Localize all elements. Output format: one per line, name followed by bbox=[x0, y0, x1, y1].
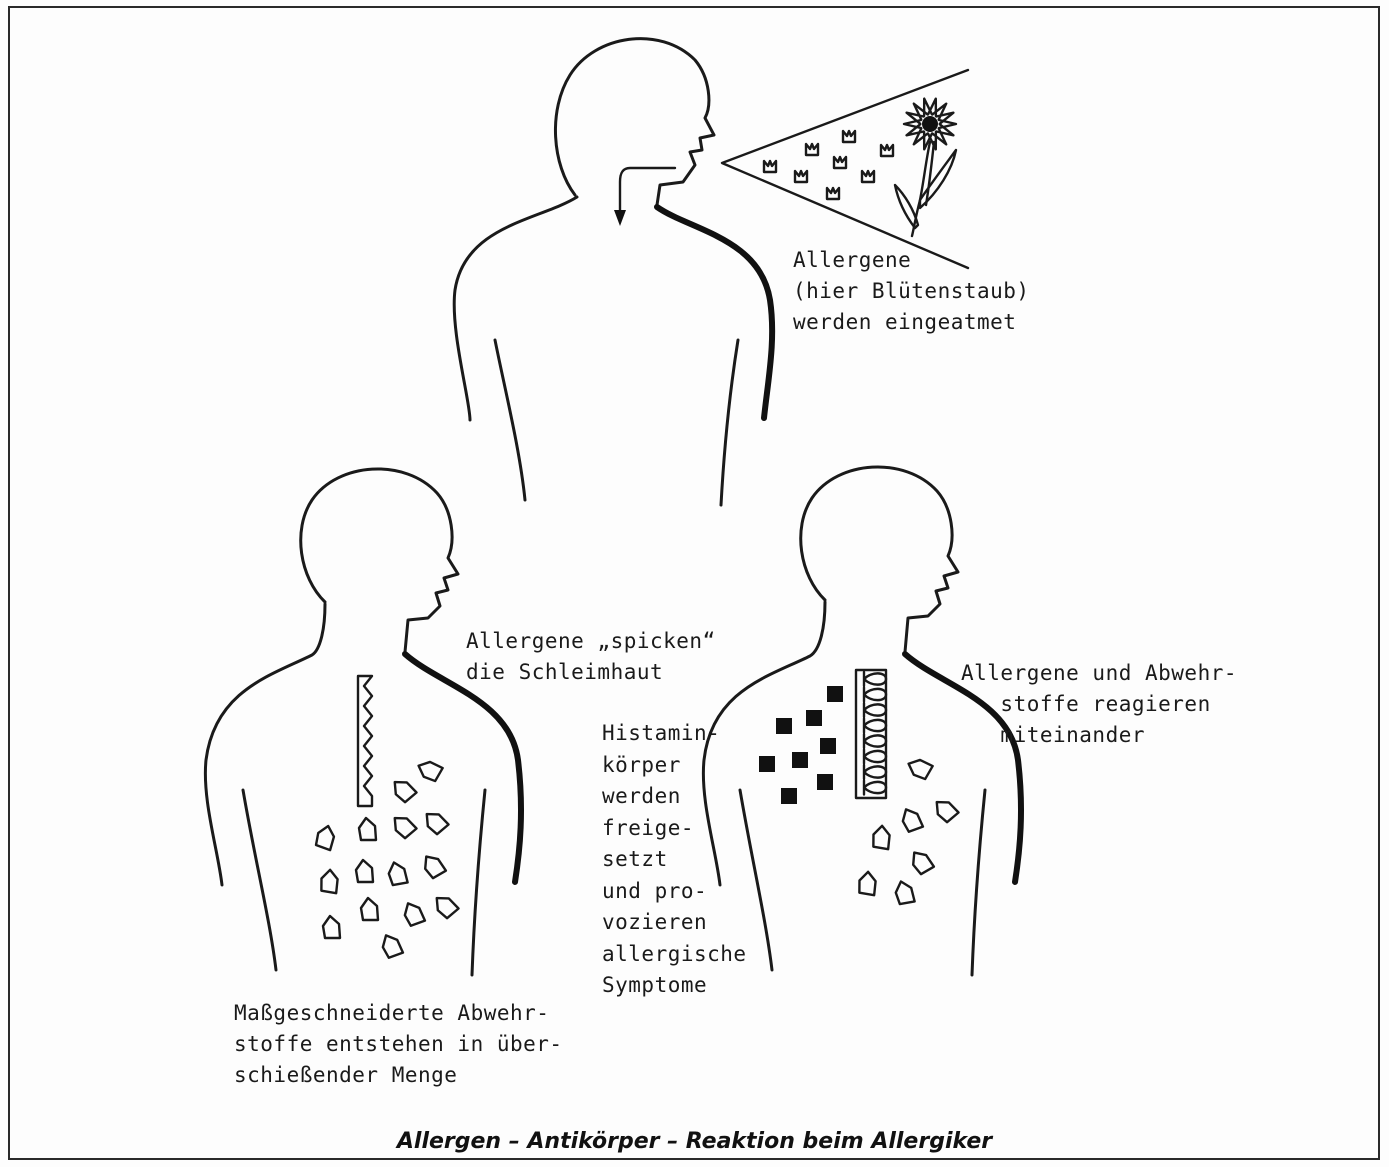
antibody-icon bbox=[379, 932, 402, 958]
antibody-icon bbox=[389, 812, 416, 840]
mucosa-cell bbox=[864, 719, 886, 733]
figure-top-left-arm bbox=[495, 340, 525, 500]
antibody-icon bbox=[908, 848, 934, 876]
mucosa-cell bbox=[864, 672, 886, 686]
figure-top-left-shoulder bbox=[454, 197, 577, 420]
antibody-icon bbox=[323, 916, 340, 938]
figure-top-right-shoulder bbox=[657, 207, 772, 418]
antibody-icon bbox=[415, 757, 443, 783]
antibody-icon bbox=[871, 825, 892, 850]
flower-leaf-right bbox=[920, 150, 956, 208]
mucosa-cell bbox=[864, 688, 886, 702]
label-inhale: Allergene (hier Blütenstaub) werden eing… bbox=[793, 245, 1030, 338]
figure-top-head bbox=[555, 39, 714, 205]
antibody-icon bbox=[857, 871, 878, 896]
mucosa-bound-icon bbox=[856, 670, 886, 798]
antibody-icon bbox=[421, 808, 448, 836]
antibody-icon bbox=[905, 755, 933, 781]
figure-left-right-shoulder bbox=[405, 654, 521, 882]
label-histamine: Histamin- körper werden freige- setzt un… bbox=[602, 718, 747, 1002]
mucosa-cell bbox=[864, 734, 886, 748]
histamine-icon bbox=[792, 752, 808, 768]
antibody-group-left bbox=[314, 757, 458, 958]
flower-petal bbox=[914, 104, 928, 120]
figure-left-left-shoulder bbox=[205, 604, 325, 885]
antibody-icon bbox=[899, 806, 922, 832]
figure-left-left-arm bbox=[243, 790, 276, 970]
figure-left bbox=[205, 469, 521, 975]
antibody-icon bbox=[359, 818, 376, 840]
antibody-icon bbox=[361, 898, 378, 920]
mucosa-icon bbox=[358, 676, 372, 806]
inhale-arrow bbox=[614, 168, 675, 226]
antibody-icon bbox=[319, 869, 340, 894]
histamine-icon bbox=[817, 774, 833, 790]
pollen-icon bbox=[881, 145, 893, 156]
histamine-icon bbox=[759, 756, 775, 772]
pollen-icon bbox=[806, 144, 818, 155]
figure-top-right-arm bbox=[721, 340, 738, 505]
histamine-icon bbox=[820, 738, 836, 754]
mucosa-cell bbox=[864, 781, 886, 795]
mucosa-cell bbox=[864, 750, 886, 764]
pollen-icon bbox=[795, 171, 807, 182]
label-antibodies: Maßgeschneiderte Abwehr- stoffe entstehe… bbox=[234, 998, 563, 1091]
label-spike: Allergene „spicken“ die Schleimhaut bbox=[466, 626, 716, 688]
antibody-icon bbox=[356, 860, 373, 882]
histamine-group bbox=[759, 686, 843, 804]
label-react: Allergene und Abwehr- stoffe reagieren m… bbox=[961, 658, 1237, 751]
flower-icon bbox=[895, 99, 956, 236]
antibody-icon bbox=[894, 880, 915, 905]
histamine-icon bbox=[781, 788, 797, 804]
mucosa-cell bbox=[864, 703, 886, 717]
antibody-icon bbox=[401, 900, 424, 926]
figure-left-right-arm bbox=[472, 790, 485, 975]
pollen-icon bbox=[764, 161, 776, 172]
histamine-icon bbox=[806, 710, 822, 726]
pollen-icon bbox=[843, 131, 855, 142]
antibody-icon bbox=[431, 892, 458, 920]
pollen-icon bbox=[834, 157, 846, 168]
histamine-icon bbox=[827, 686, 843, 702]
flower-petal bbox=[932, 104, 946, 120]
pollen-icon bbox=[827, 188, 839, 199]
pollen-icon bbox=[862, 171, 874, 182]
antibody-icon bbox=[387, 861, 408, 886]
diagram-caption: Allergen – Antikörper – Reaktion beim Al… bbox=[0, 1129, 1389, 1154]
antibody-icon bbox=[420, 852, 446, 880]
mucosa-cell bbox=[864, 765, 886, 779]
antibody-icon bbox=[931, 796, 958, 824]
flower-center bbox=[922, 116, 938, 132]
histamine-icon bbox=[776, 718, 792, 734]
antibody-icon bbox=[389, 776, 416, 804]
figure-right-right-arm bbox=[972, 790, 985, 975]
flower-petal bbox=[914, 129, 928, 145]
antibody-icon bbox=[314, 824, 337, 850]
